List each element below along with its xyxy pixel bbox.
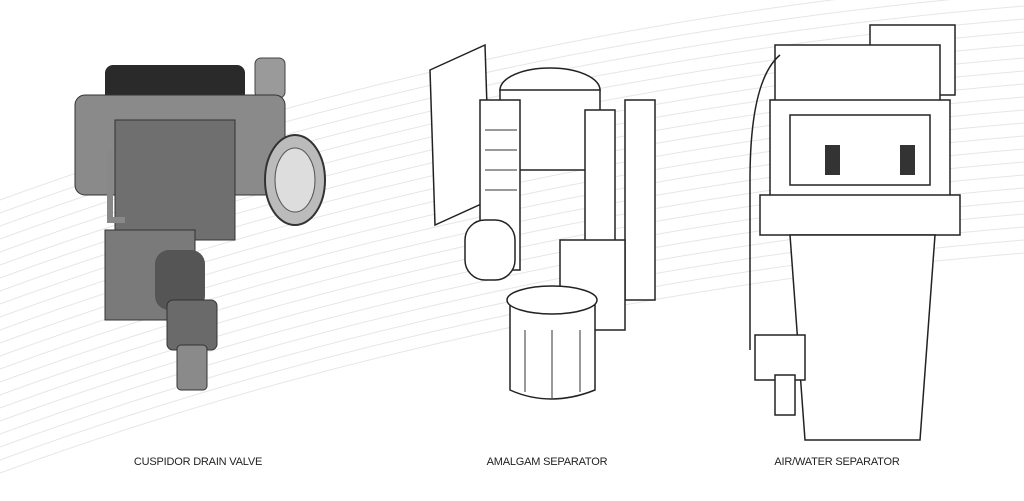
amalgam-separator-illustration <box>429 43 656 400</box>
product-label: AIR/WATER SEPARATOR <box>774 456 900 468</box>
cuspidor-drain-valve-illustration <box>74 57 326 391</box>
product-label: CUSPIDOR DRAIN VALVE <box>133 456 263 468</box>
product-label: AMALGAM SEPARATOR <box>486 456 608 468</box>
air-water-separator-illustration <box>749 24 961 441</box>
